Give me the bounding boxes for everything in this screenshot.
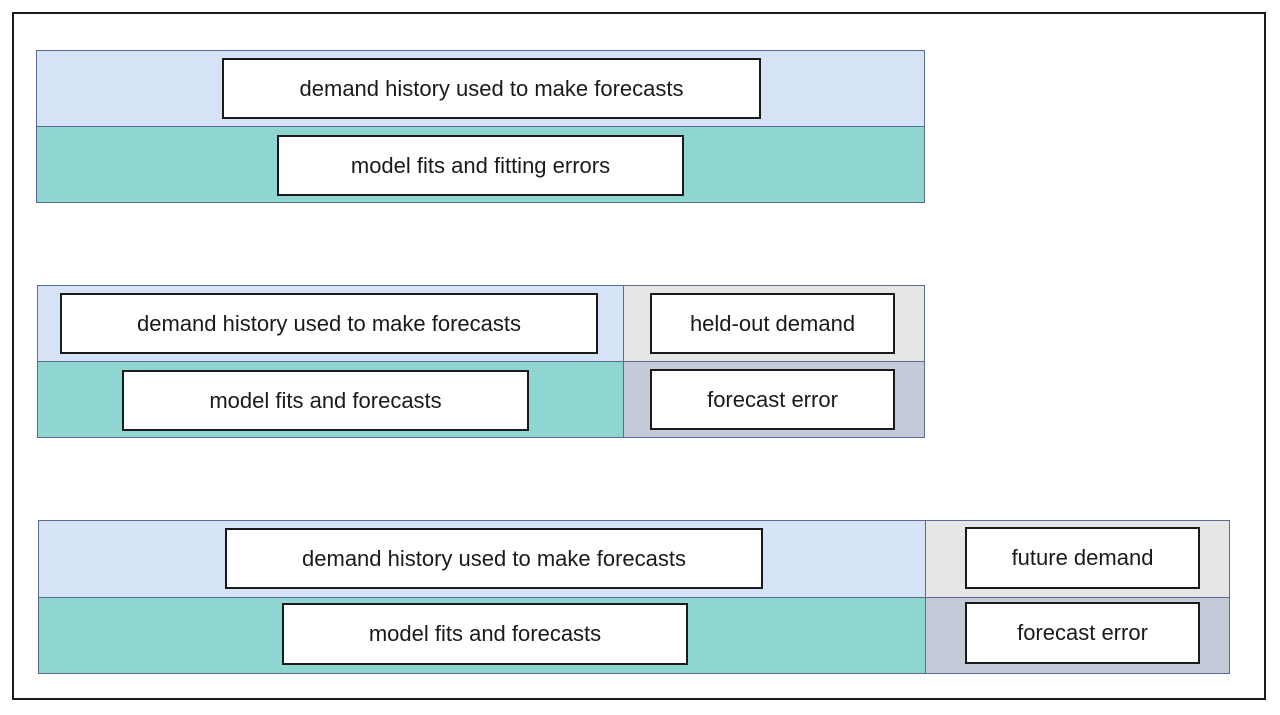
panel3-error-label: forecast error (965, 602, 1200, 664)
panel3-future-label: future demand (965, 527, 1200, 589)
panel3-fit-label: model fits and forecasts (282, 603, 688, 665)
panel1-fit-label: model fits and fitting errors (277, 135, 684, 196)
panel3-history-label: demand history used to make forecasts (225, 528, 763, 589)
panel1-history-label: demand history used to make forecasts (222, 58, 761, 119)
panel2-fit-label: model fits and forecasts (122, 370, 529, 431)
panel2-error-label: forecast error (650, 369, 895, 430)
panel2-history-label: demand history used to make forecasts (60, 293, 598, 354)
panel2-heldout-label: held-out demand (650, 293, 895, 354)
